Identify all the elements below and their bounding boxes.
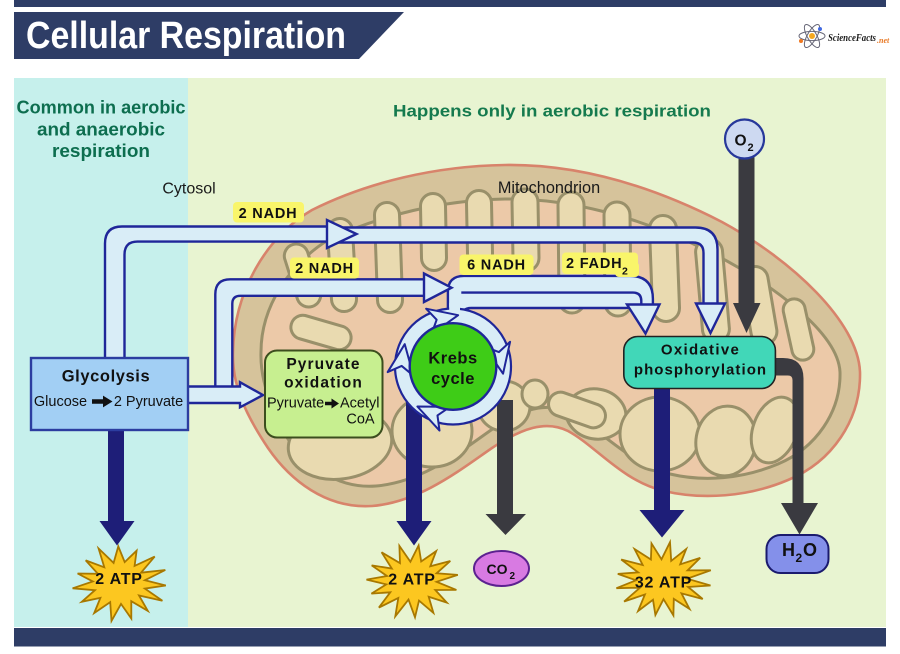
svg-text:Common in aerobic: Common in aerobic [17,98,186,118]
svg-text:2: 2 [796,551,803,565]
svg-text:2 FADH: 2 FADH [566,256,622,272]
svg-text:O: O [734,133,746,150]
svg-text:Happens only in aerobic respir: Happens only in aerobic respiration [393,103,711,121]
svg-text:2: 2 [510,571,516,582]
svg-text:Pyruvate: Pyruvate [267,396,324,412]
svg-text:and anaerobic: and anaerobic [37,120,165,140]
svg-text:Acetyl: Acetyl [340,396,380,412]
svg-text:respiration: respiration [52,141,150,161]
svg-text:O: O [803,540,817,560]
svg-text:ScienceFacts: ScienceFacts [828,32,876,44]
svg-text:Glucose: Glucose [34,394,87,410]
svg-text:cycle: cycle [431,370,475,388]
svg-text:phosphorylation: phosphorylation [634,362,767,379]
svg-text:2 Pyruvate: 2 Pyruvate [114,394,183,410]
svg-text:2: 2 [748,142,754,154]
svg-text:2 NADH: 2 NADH [295,261,354,277]
svg-text:Cytosol: Cytosol [162,181,215,198]
svg-text:2 ATP: 2 ATP [95,571,143,588]
svg-text:Krebs: Krebs [428,350,477,368]
svg-text:Mitochondrion: Mitochondrion [498,179,600,197]
svg-text:oxidation: oxidation [284,375,363,392]
svg-text:32 ATP: 32 ATP [635,575,692,592]
svg-text:6 NADH: 6 NADH [467,258,526,274]
svg-text:Pyruvate: Pyruvate [286,356,360,373]
svg-text:Glycolysis: Glycolysis [62,368,151,386]
svg-text:CoA: CoA [346,412,375,428]
svg-text:2 ATP: 2 ATP [388,572,436,589]
svg-text:.net: .net [877,36,890,45]
svg-text:2: 2 [622,266,629,278]
svg-text:H: H [782,540,795,560]
svg-text:2 NADH: 2 NADH [239,206,298,222]
svg-text:Oxidative: Oxidative [661,342,740,359]
svg-text:Cellular Respiration: Cellular Respiration [26,15,346,57]
svg-text:CO: CO [487,561,508,577]
